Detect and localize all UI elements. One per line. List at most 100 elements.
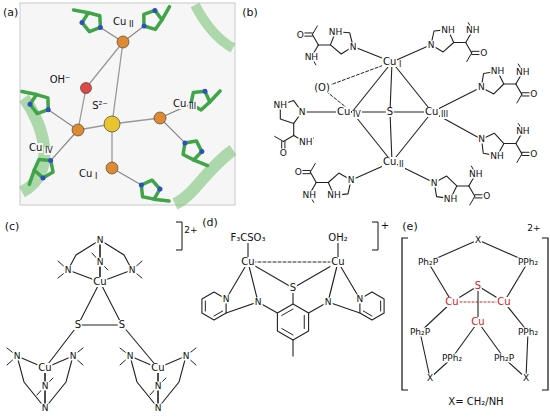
double-bond (380, 301, 381, 311)
side-chain-stick (22, 92, 37, 95)
bond-line (316, 182, 328, 183)
atom-label: X (522, 374, 530, 383)
atom-label: NH (443, 194, 459, 203)
charge-bracket (176, 222, 182, 250)
bond-line (428, 262, 452, 302)
atom-label: O (529, 90, 538, 99)
bond-line (226, 262, 248, 299)
nitrogen-atom (139, 182, 144, 187)
subscript-label: II (398, 161, 405, 169)
atom-label: S (74, 320, 82, 330)
atom-label: Cu (496, 297, 511, 307)
atom-label: NH (302, 190, 318, 199)
double-bond (282, 309, 293, 316)
bond-line (516, 143, 522, 153)
atom-label: NH (515, 127, 531, 136)
subscript-label: III (440, 111, 449, 119)
atom-label: S²⁻ (91, 101, 109, 111)
double-bond (304, 316, 305, 329)
bond-line (122, 325, 158, 368)
atom-label: O (294, 168, 303, 177)
atom-label: (c) (4, 221, 21, 232)
bond-line (283, 135, 293, 141)
bond-line (310, 172, 316, 182)
side-chain-stick (74, 10, 89, 13)
protein-ribbon (195, 5, 233, 48)
atom-label: PPh₂ (517, 258, 539, 267)
bond-line (318, 44, 330, 45)
bond-line (457, 185, 469, 186)
atom-label: OH⁻ (49, 75, 72, 85)
subscript-label: III (188, 103, 197, 111)
atom-label: N (324, 298, 333, 307)
metal-bond (352, 112, 392, 162)
atom-label: N (41, 404, 50, 413)
side-chain-stick (154, 199, 169, 201)
bond-line (454, 42, 466, 43)
atom-label: Cu (92, 277, 107, 287)
chain-stub (467, 53, 472, 62)
copper-atom (154, 112, 166, 124)
atom-label: N (430, 178, 439, 187)
bond-line (328, 302, 360, 313)
side-chain-stick (210, 91, 220, 102)
double-bond (205, 301, 206, 311)
bond-line (504, 143, 516, 144)
atom-label: + (380, 221, 390, 231)
charge-bracket (372, 222, 378, 250)
subscript-label: IV (352, 111, 362, 119)
atom-label: Cu (336, 107, 351, 117)
atom-label: OH₂ (327, 233, 348, 243)
atom-label: NH (515, 67, 531, 76)
atom-label: Ph₂P (417, 258, 439, 267)
bond-line (469, 186, 475, 196)
protein-ribbon (175, 150, 233, 204)
bond-line (45, 325, 78, 368)
double-bond (363, 311, 372, 316)
atom-label: N (154, 404, 163, 413)
atom-label: O (529, 149, 538, 158)
dashed-bond (248, 262, 338, 263)
atom-label: S (474, 281, 482, 291)
double-bond (282, 329, 293, 336)
imidazole-stick (183, 141, 202, 160)
coordination-bond (432, 112, 481, 139)
atom-label: NH (326, 191, 342, 200)
bond-line (466, 43, 472, 53)
atom-label: Cu (470, 317, 485, 327)
atom-label: Cu (424, 107, 439, 117)
atom-label: Cu (382, 57, 397, 67)
atom-label: S (289, 283, 297, 293)
atom-label: (d) (201, 217, 219, 228)
nitrogen-atom (142, 24, 147, 29)
atom-label: NH (298, 138, 314, 147)
atom-label: N (96, 236, 105, 245)
side-chain-stick (162, 7, 170, 20)
methyl-stub (292, 340, 293, 356)
charge-bracket (402, 238, 408, 390)
chain-stub (517, 94, 522, 103)
nitrogen-atom (202, 89, 207, 94)
atom-label: Cu (382, 157, 397, 167)
atom-label: NH (273, 100, 289, 109)
sulfur-atom (104, 116, 120, 132)
atom-label: N (427, 40, 436, 49)
metal-bond (392, 62, 432, 112)
atom-label: NH (490, 67, 506, 76)
nitrogen-atom (199, 149, 204, 154)
atom-label: Cu (240, 257, 255, 267)
nitrogen-atom (152, 8, 157, 13)
bond-line (328, 262, 338, 302)
atom-label: X (474, 236, 482, 245)
metal-bond (392, 112, 432, 162)
chain-stub (470, 196, 475, 205)
atom-label: 2+ (526, 224, 541, 233)
bond-line (312, 35, 318, 45)
atom-label: Cu (78, 169, 93, 179)
metal-bond (390, 112, 392, 162)
bond-line (78, 324, 122, 325)
imidazole-stick (82, 13, 100, 32)
atom-label: NH (489, 151, 505, 160)
atom-label: N (222, 295, 231, 304)
